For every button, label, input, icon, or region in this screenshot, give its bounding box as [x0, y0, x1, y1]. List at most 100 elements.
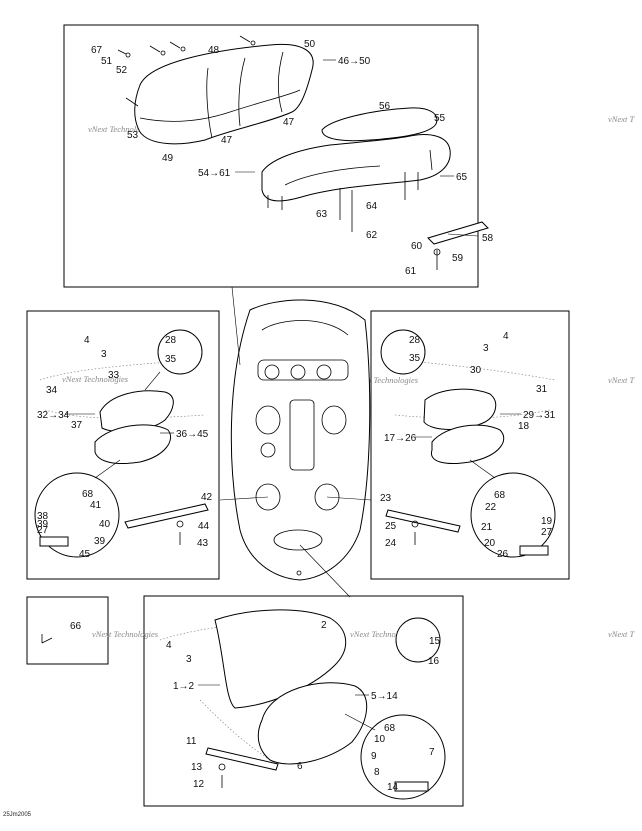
label-2: 2	[321, 620, 327, 631]
watermark-bottom-right: vNext Technologies	[350, 629, 417, 639]
right-frame	[370, 310, 570, 580]
label-66: 66	[70, 621, 82, 632]
label-9: 9	[371, 751, 377, 762]
label-7: 7	[429, 747, 435, 758]
label-28-right: 28	[409, 335, 421, 346]
label-60: 60	[411, 241, 423, 252]
label-41: 41	[90, 500, 102, 511]
label-40: 40	[99, 519, 111, 530]
label-35-right: 35	[409, 353, 421, 364]
label-4-right: 4	[503, 331, 509, 342]
label-42: 42	[201, 492, 213, 503]
label-52: 52	[116, 65, 128, 76]
label-45: 45	[79, 549, 91, 560]
label-37: 37	[71, 420, 83, 431]
watermark-center: vNext Technologies	[352, 375, 419, 385]
label-18: 18	[518, 421, 530, 432]
label-35-left: 35	[165, 354, 177, 365]
label-14: 14	[387, 782, 399, 793]
watermark-top: vNext Technologies	[88, 124, 155, 134]
label-33: 33	[108, 370, 120, 381]
label-68-bottom: 68	[384, 723, 396, 734]
inset-clip	[41, 634, 53, 644]
label-12: 12	[193, 779, 205, 790]
label-19: 19	[541, 516, 553, 527]
label-32-34: 32→34	[37, 410, 70, 421]
label-21: 21	[481, 522, 493, 533]
label-25: 25	[385, 521, 397, 532]
label-27-left: 27	[37, 525, 49, 536]
label-3-left: 3	[101, 349, 107, 360]
label-58: 58	[482, 233, 494, 244]
label-8: 8	[374, 767, 380, 778]
label-65: 65	[456, 172, 468, 183]
right-seat	[380, 329, 556, 558]
label-11: 11	[186, 736, 197, 747]
bottom-seat	[159, 609, 446, 800]
label-31: 31	[536, 384, 548, 395]
watermark-edge-3: vNext T	[608, 629, 635, 639]
label-27-right: 27	[541, 527, 553, 538]
top-bracket	[427, 221, 489, 270]
label-15: 15	[429, 636, 441, 647]
part-labels: 67 51 52 48 50 46→50 53 49 47 47 56 55 5…	[37, 39, 556, 793]
label-4-left: 4	[84, 335, 90, 346]
watermark-edge-2: vNext T	[608, 375, 635, 385]
label-24: 24	[385, 538, 397, 549]
label-68-left: 68	[82, 489, 94, 500]
watermark-left: vNext Technologies	[62, 374, 129, 384]
label-67: 67	[91, 45, 103, 56]
label-13: 13	[191, 762, 203, 773]
label-36-45: 36→45	[176, 429, 209, 440]
label-53: 53	[127, 130, 139, 141]
label-28-left: 28	[165, 335, 177, 346]
left-seat	[34, 329, 209, 558]
label-46-50: 46→50	[338, 56, 371, 67]
inset-frame	[26, 596, 109, 665]
label-22: 22	[485, 502, 497, 513]
label-3-bottom: 3	[186, 654, 192, 665]
label-17-26: 17→26	[384, 433, 417, 444]
leader-lines	[65, 59, 521, 696]
label-26: 26	[497, 549, 509, 560]
label-16: 16	[428, 656, 440, 667]
watermark-bottom: vNext Technologies	[92, 629, 159, 639]
label-44: 44	[198, 521, 210, 532]
label-49: 49	[162, 153, 174, 164]
hull	[219, 286, 372, 598]
label-3-right: 3	[483, 343, 489, 354]
top-screws	[117, 35, 256, 107]
label-59: 59	[452, 253, 464, 264]
label-48: 48	[208, 45, 220, 56]
label-23: 23	[380, 493, 392, 504]
label-39b: 39	[94, 536, 106, 547]
label-68-right: 68	[494, 490, 506, 501]
label-64: 64	[366, 201, 378, 212]
top-seat-base	[261, 107, 451, 232]
label-34: 34	[46, 385, 58, 396]
label-29-31: 29→31	[523, 410, 556, 421]
label-50: 50	[304, 39, 316, 50]
top-seat-cushion	[134, 43, 314, 145]
label-43: 43	[197, 538, 209, 549]
label-61: 61	[405, 266, 417, 277]
label-6: 6	[297, 761, 303, 772]
top-frame	[63, 24, 479, 288]
label-54-61: 54→61	[198, 168, 231, 179]
figure-code: 25Jm2005	[3, 812, 32, 818]
label-39a: 39	[37, 519, 49, 530]
label-30: 30	[470, 365, 482, 376]
label-56: 56	[379, 101, 391, 112]
label-62: 62	[366, 230, 378, 241]
label-47a: 47	[221, 135, 233, 146]
label-1-2: 1→2	[173, 681, 195, 692]
bottom-frame	[143, 595, 464, 807]
label-51: 51	[101, 56, 113, 67]
label-5-14: 5→14	[371, 691, 398, 702]
left-frame	[26, 310, 220, 580]
label-10: 10	[374, 734, 386, 745]
label-55: 55	[434, 113, 446, 124]
label-47b: 47	[283, 117, 295, 128]
label-4-bottom: 4	[166, 640, 172, 651]
